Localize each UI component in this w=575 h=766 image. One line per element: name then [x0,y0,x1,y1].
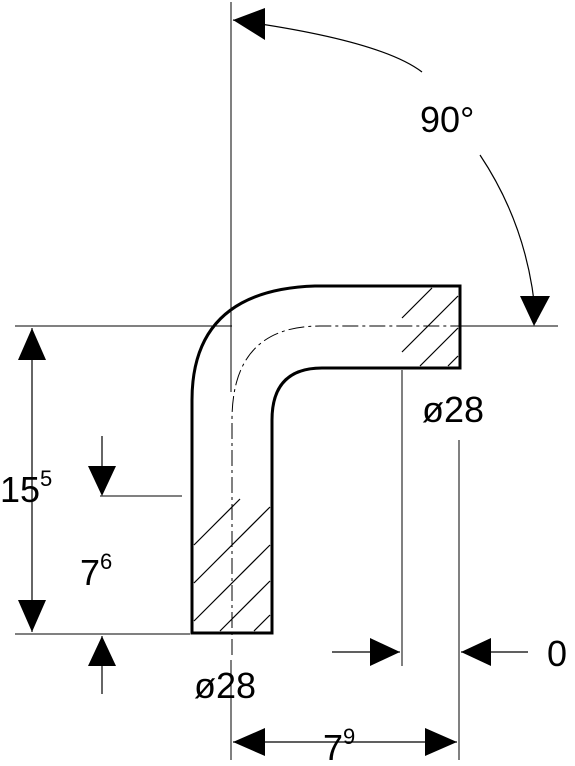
height-leg-arrow-bottom [88,636,116,666]
offset-sup: 9 [343,724,355,749]
height-leg-label: 76 [80,549,112,593]
height-leg-arrow-top [88,466,116,496]
height-total-base: 15 [0,469,40,510]
hatch-horizontal-leg [401,287,459,367]
height-total-label: 155 [0,466,52,510]
height-total-sup: 5 [40,466,52,491]
outlet-arrow-right [461,638,491,666]
height-total-arrow-bottom [18,600,46,632]
offset-arrow-left [233,728,265,756]
inlet-diameter-label: ø28 [194,665,256,706]
elbow-outline [190,284,462,635]
height-total-arrow-top [18,328,46,360]
height-leg-base: 7 [80,552,100,593]
offset-base: 7 [323,727,343,766]
offset-arrow-right [425,728,457,756]
angle-label: 90° [420,99,474,140]
angle-arrow-top [233,8,265,40]
centerlines [231,325,462,655]
height-leg-sup: 6 [100,549,112,574]
zero-label: 0 [547,633,567,674]
outlet-diameter-label: ø28 [422,389,484,430]
offset-label: 79 [323,724,355,766]
outlet-arrow-left [370,638,400,666]
reference-lines [15,2,558,760]
angle-arrow-right [520,296,550,326]
angle-dimension-arc [232,19,423,73]
